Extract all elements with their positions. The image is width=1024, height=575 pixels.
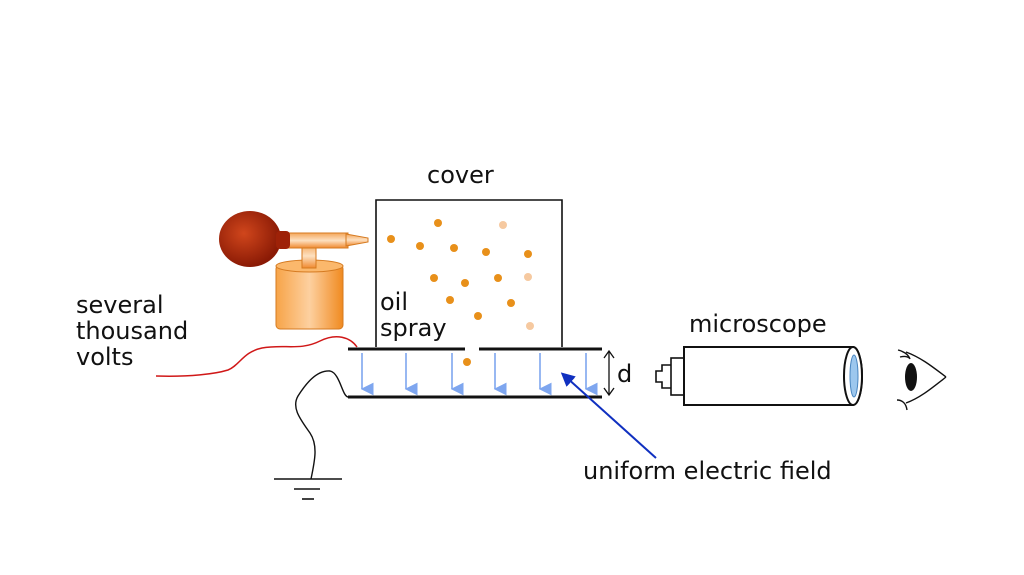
- atomizer-bulb-icon: [219, 211, 369, 330]
- plate-separation-marker: [603, 349, 615, 397]
- cover-box: [375, 199, 563, 347]
- ground-symbol-icon: [274, 478, 342, 500]
- volts-label: volts: [76, 343, 133, 371]
- eye-icon: [896, 349, 947, 411]
- ground-wire: [294, 370, 349, 480]
- thousand-label: thousand: [76, 317, 188, 345]
- oil-droplets: [387, 219, 534, 366]
- field-pointer-arrow: [560, 372, 657, 459]
- d-label: d: [617, 360, 632, 388]
- microscope-icon: [655, 346, 863, 406]
- cover-label: cover: [427, 161, 494, 189]
- several-label: several: [76, 291, 163, 319]
- field-label: uniform electric field: [583, 457, 832, 485]
- microscope-label: microscope: [689, 310, 827, 338]
- high-voltage-wire: [155, 335, 358, 377]
- oil-label: oil: [380, 288, 408, 316]
- field-arrows: [360, 353, 598, 396]
- spray-label: spray: [380, 314, 447, 342]
